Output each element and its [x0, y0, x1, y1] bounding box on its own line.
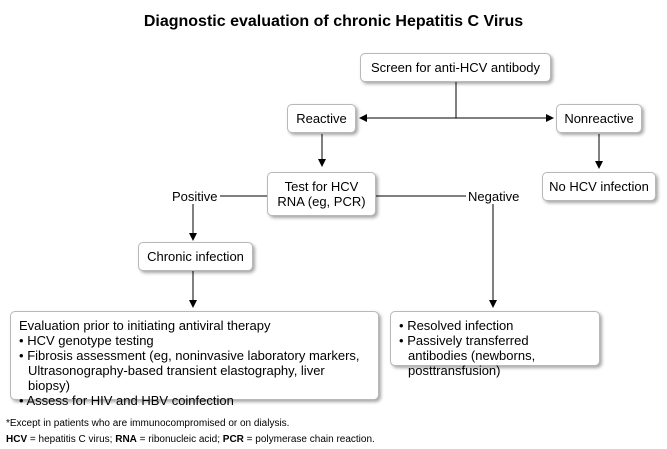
diagram-title: Diagnostic evaluation of chronic Hepatit… — [143, 13, 524, 30]
list-item: • HCV genotype testing — [19, 333, 154, 348]
footnote: *Except in patients who are immunocompro… — [6, 418, 290, 429]
no-infection-node: No HCV infection — [542, 172, 656, 201]
screen-node: Screen for anti-HCV antibody — [360, 53, 551, 82]
abbreviations: HCV = hepatitis C virus; RNA = ribonucle… — [6, 434, 375, 445]
nonreactive-node: Nonreactive — [556, 104, 642, 133]
resolved-box: • Resolved infection • Passively transfe… — [390, 311, 600, 378]
nonreactive-label: Nonreactive — [564, 111, 634, 126]
edge-negative — [376, 195, 497, 308]
resolved-list: • Resolved infection • Passively transfe… — [399, 318, 591, 378]
list-item: • Fibrosis assessment (eg, noninvasive l… — [19, 348, 360, 393]
chronic-label: Chronic infection — [147, 249, 244, 264]
list-item: • Assess for HIV and HBV coinfection — [19, 393, 234, 408]
test-rna-node: Test for HCV RNA (eg, PCR) — [267, 172, 376, 216]
positive-label: Positive — [170, 189, 220, 204]
list-item: • Resolved infection — [399, 318, 514, 333]
test-rna-line1: Test for HCV — [284, 179, 359, 194]
evaluation-heading: Evaluation prior to initiating antiviral… — [19, 318, 271, 333]
evaluation-list: • HCV genotype testing • Fibrosis assess… — [19, 333, 370, 408]
evaluation-box: Evaluation prior to initiating antiviral… — [10, 311, 379, 408]
test-rna-line2: RNA (eg, PCR) — [277, 194, 366, 209]
list-item: • Passively transferred antibodies (newb… — [399, 333, 536, 378]
negative-label: Negative — [466, 189, 522, 204]
reactive-node: Reactive — [287, 104, 356, 133]
reactive-label: Reactive — [296, 111, 347, 126]
chronic-node: Chronic infection — [138, 242, 253, 271]
screen-label: Screen for anti-HCV antibody — [370, 60, 541, 75]
no-infection-label: No HCV infection — [549, 179, 649, 194]
